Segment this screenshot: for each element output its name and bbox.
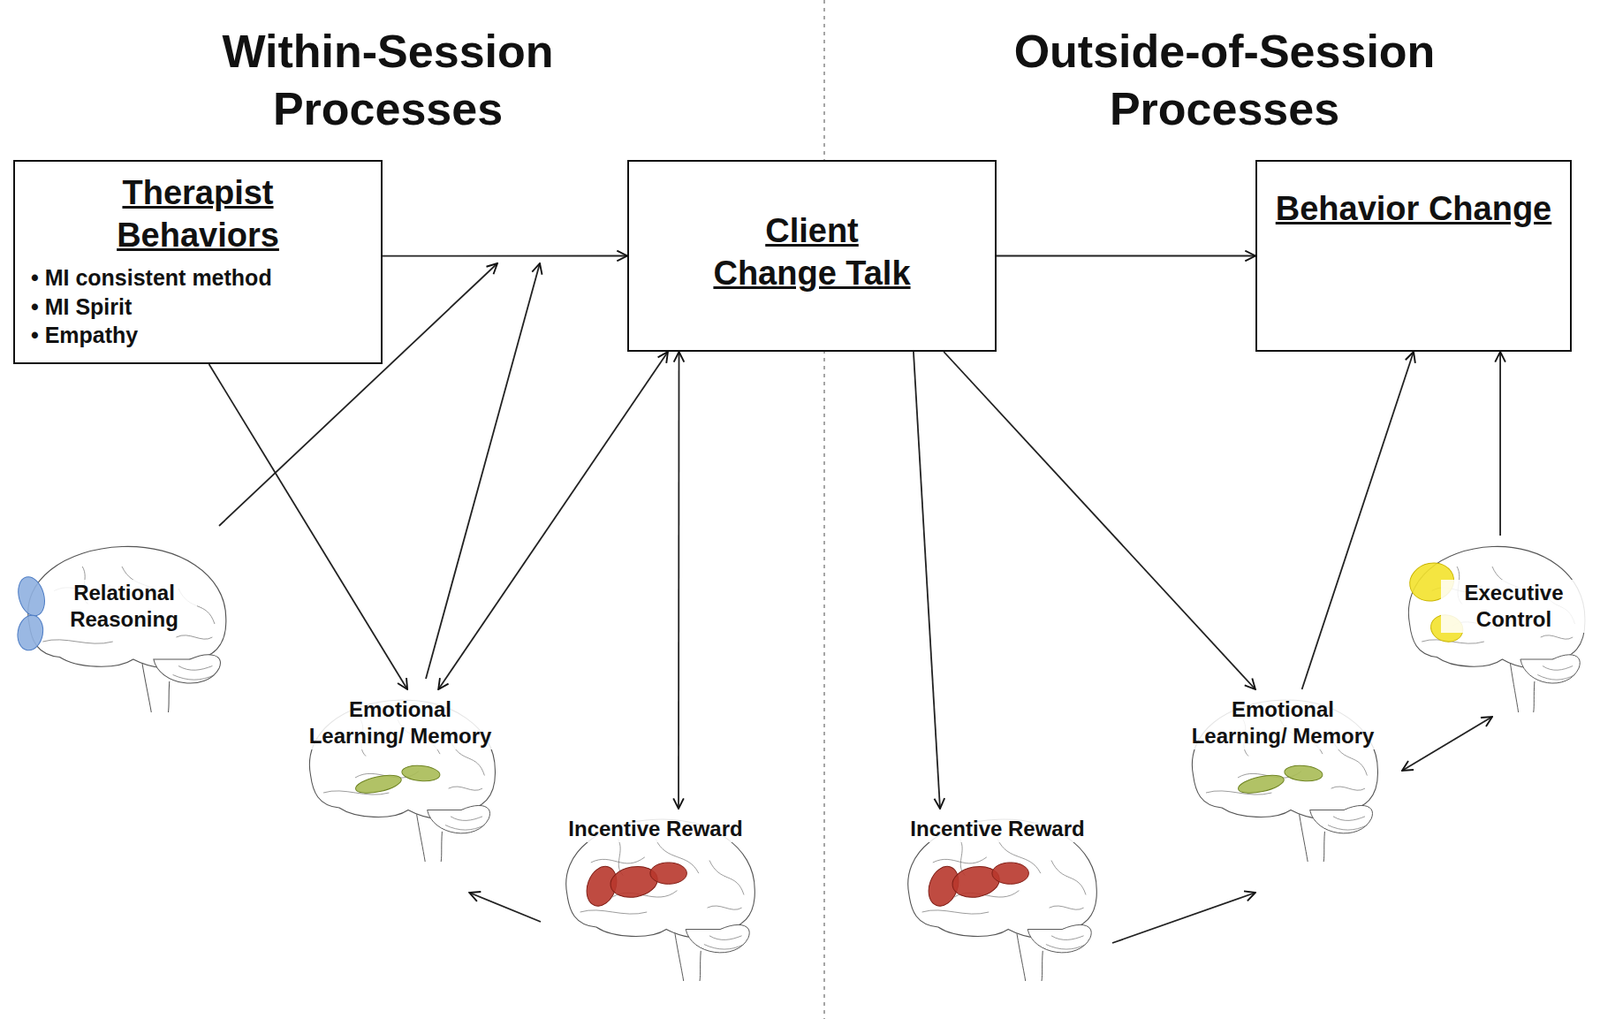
moderator-arrow bbox=[425, 263, 540, 679]
connector-arrow bbox=[382, 255, 628, 258]
brain-sulcus bbox=[709, 860, 744, 895]
connector-arrow bbox=[913, 351, 941, 809]
brainstem-outline bbox=[1299, 813, 1326, 862]
cerebellum-outline bbox=[153, 654, 221, 683]
brain-sulcus bbox=[709, 935, 743, 941]
session-divider bbox=[823, 0, 826, 1019]
brain-region bbox=[15, 613, 46, 653]
brain-region-node: Relational Reasoning bbox=[8, 535, 236, 717]
brain-label: Incentive Reward bbox=[540, 815, 771, 842]
box-title: Therapist Behaviors bbox=[56, 172, 340, 257]
cerebellum-outline bbox=[1520, 654, 1580, 683]
cerebellum-outline bbox=[685, 924, 750, 952]
brain-sulcus bbox=[1051, 860, 1086, 895]
brain-region bbox=[14, 573, 49, 619]
box-title: Behavior Change bbox=[1275, 188, 1553, 231]
brain-region-node: Emotional Learning/ Memory bbox=[280, 689, 520, 893]
brain-sulcus bbox=[591, 856, 645, 864]
connector-arrow bbox=[469, 892, 541, 922]
process-box: Behavior Change bbox=[1255, 159, 1572, 352]
brain-sulcus bbox=[445, 825, 485, 830]
brain-sulcus bbox=[175, 635, 213, 639]
brain-sulcus bbox=[448, 786, 483, 790]
brainstem-outline bbox=[1510, 663, 1535, 713]
brain-sulcus bbox=[1051, 935, 1085, 941]
brain-region bbox=[1236, 771, 1286, 797]
brain-label: Emotional Learning/ Memory bbox=[1163, 696, 1403, 750]
brain-sulcus bbox=[922, 909, 990, 914]
bullet-item: • Empathy bbox=[30, 320, 365, 350]
brain-sulcus bbox=[704, 944, 744, 949]
brain-region bbox=[401, 764, 440, 783]
brain-region bbox=[354, 771, 403, 797]
brain-sulcus bbox=[1327, 825, 1367, 830]
section-heading: Outside-of-Session Processes bbox=[932, 22, 1517, 138]
process-box: Therapist Behaviors • MI consistent metho… bbox=[13, 159, 383, 364]
brain-sulcus bbox=[1049, 905, 1085, 910]
brain-sulcus bbox=[1540, 635, 1573, 639]
connector-arrow bbox=[438, 351, 668, 690]
brainstem-outline bbox=[142, 663, 170, 713]
process-box: Client Change Talk bbox=[627, 159, 997, 352]
connector-arrow bbox=[1499, 351, 1502, 536]
brain-label: Executive Control bbox=[1440, 579, 1587, 633]
brain-sulcus bbox=[450, 816, 483, 821]
brain-sulcus bbox=[1542, 666, 1573, 671]
bullet-item: • MI consistent method bbox=[30, 263, 365, 293]
brain-sulcus bbox=[173, 674, 215, 681]
brain-label: Emotional Learning/ Memory bbox=[280, 696, 520, 750]
brain-sulcus bbox=[932, 856, 987, 864]
cerebellum-outline bbox=[1027, 924, 1092, 952]
brainstem-outline bbox=[1016, 932, 1043, 981]
brainstem-outline bbox=[674, 932, 701, 981]
brain-sulcus bbox=[1333, 816, 1365, 821]
brain-sulcus bbox=[1331, 786, 1365, 790]
brain-sulcus bbox=[1046, 944, 1086, 949]
brainstem-outline bbox=[417, 813, 443, 862]
brain-region-node: Incentive Reward bbox=[540, 808, 771, 986]
brain-region bbox=[1283, 764, 1323, 783]
connector-arrow bbox=[996, 255, 1256, 258]
brain-sulcus bbox=[580, 909, 648, 914]
brain-sulcus bbox=[1537, 674, 1575, 681]
brain-region bbox=[992, 862, 1029, 884]
brain-region-node: Executive Control bbox=[1391, 535, 1593, 717]
connector-arrow bbox=[209, 363, 409, 690]
section-heading: Within-Session Processes bbox=[149, 22, 627, 138]
brain-region-node: Emotional Learning/ Memory bbox=[1163, 689, 1403, 893]
brain-sulcus bbox=[42, 639, 113, 644]
bullet-item: • MI Spirit bbox=[30, 292, 365, 322]
connector-arrow bbox=[1302, 351, 1414, 690]
box-title: Client Change Talk bbox=[670, 210, 954, 295]
brain-region bbox=[650, 862, 687, 884]
cerebellum-outline bbox=[427, 804, 491, 833]
brain-outline bbox=[28, 545, 227, 668]
connector-arrow bbox=[1402, 716, 1493, 771]
connector-arrow bbox=[943, 351, 1256, 690]
brain-sulcus bbox=[178, 666, 213, 671]
brain-region-node: Incentive Reward bbox=[882, 808, 1113, 986]
brain-label: Relational Reasoning bbox=[51, 579, 198, 633]
cerebellum-outline bbox=[1310, 804, 1373, 833]
brain-label: Incentive Reward bbox=[882, 815, 1113, 842]
connector-arrow bbox=[1112, 892, 1256, 943]
brain-sulcus bbox=[707, 905, 743, 910]
connector-arrow bbox=[677, 351, 680, 809]
